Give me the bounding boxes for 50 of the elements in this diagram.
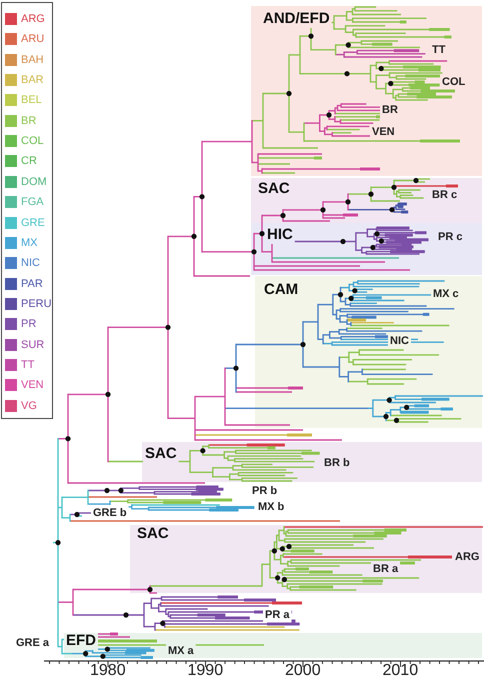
- clade-label: BR: [382, 104, 398, 116]
- axis-tick-label: 2010: [382, 663, 418, 679]
- legend-label: NIC: [21, 257, 40, 270]
- legend-label: SUR: [21, 338, 44, 351]
- legend-label: BAR: [21, 74, 44, 86]
- legend-label: COL: [21, 135, 44, 148]
- legend-label: GRE: [21, 216, 45, 228]
- axis-tick-label: 1980: [90, 663, 126, 679]
- legend-label: BAH: [21, 54, 44, 66]
- clade-label: TT: [432, 44, 446, 56]
- legend-label: VG: [21, 400, 37, 412]
- clade-label: BR b: [324, 457, 350, 469]
- legend-label: TT: [21, 358, 34, 371]
- legend-label: FGA: [21, 196, 44, 208]
- legend-label: ARU: [21, 33, 44, 46]
- clade-label: MX a: [168, 645, 194, 657]
- clade-label: VEN: [372, 126, 395, 138]
- clade-label: COL: [442, 76, 466, 88]
- clade-label: PR b: [252, 485, 278, 497]
- clade-region-title: HIC: [267, 227, 293, 242]
- clade-label: BR c: [432, 189, 458, 201]
- axis-tick-label: 2000: [285, 663, 321, 679]
- clade-label: MX c: [433, 288, 459, 300]
- legend-label: BR: [21, 114, 36, 127]
- legend-label: CR: [21, 155, 37, 168]
- clade-region-title: SAC: [137, 526, 169, 541]
- clade-region-title: SAC: [258, 181, 290, 196]
- clade-region: [64, 633, 482, 658]
- axis-tick-label: 1990: [188, 663, 224, 679]
- clade-region: [251, 178, 482, 223]
- clade-region-title: EFD: [66, 633, 96, 648]
- legend-label: DOM: [21, 176, 47, 188]
- clade-region-title: CAM: [264, 282, 298, 297]
- clade-label: MX b: [258, 501, 284, 513]
- clade-label: GRE b: [93, 507, 127, 519]
- legend-label: PAR: [21, 278, 43, 290]
- clade-label: GRE a: [16, 637, 50, 649]
- legend-label: MX: [21, 236, 38, 249]
- clade-region-title: SAC: [145, 446, 177, 461]
- clade-label: PR a: [265, 609, 290, 621]
- legend-label: PERU: [21, 298, 52, 310]
- legend-label: PR: [21, 318, 36, 330]
- legend-label: ARG: [21, 13, 45, 25]
- clade-label: NIC: [390, 335, 409, 347]
- clade-label: ARG: [455, 551, 480, 563]
- legend-label: VEN: [21, 379, 44, 392]
- legend-label: BEL: [21, 94, 42, 106]
- clade-label: BR a: [373, 563, 398, 575]
- clade-label: PR c: [438, 231, 462, 243]
- clade-region-title: AND/EFD: [263, 11, 330, 26]
